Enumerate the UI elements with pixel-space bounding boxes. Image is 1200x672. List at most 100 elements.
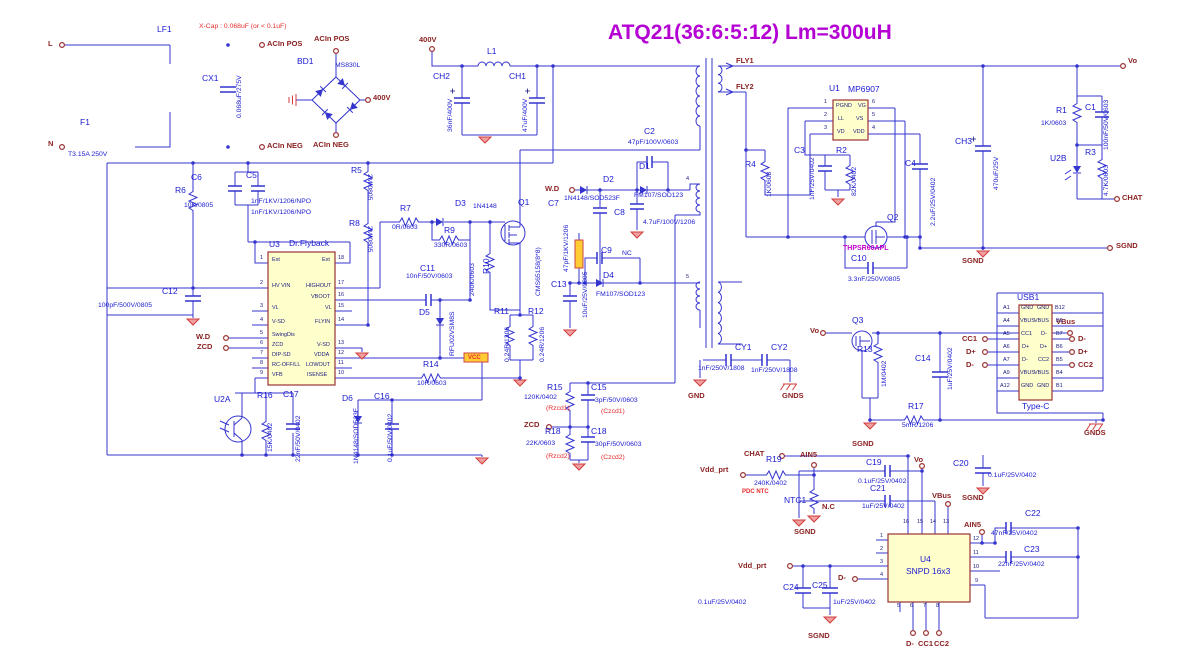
wires-input <box>62 44 171 148</box>
d3-ref: D3 <box>455 198 466 208</box>
c3-ref: C3 <box>794 145 805 155</box>
u3-num-11: 11 <box>338 360 344 366</box>
u3-pin-flyin: FLYIN <box>315 319 331 325</box>
term-vbus <box>1066 330 1074 336</box>
ch2-ref: CH2 <box>433 71 451 81</box>
c17-val: 22nF/50V/0402 <box>295 415 302 462</box>
u3-pin-isense: ISENSE <box>307 372 328 378</box>
usb-b-gnd-bot: GND <box>1037 383 1050 389</box>
q3-ref: Q3 <box>852 315 864 325</box>
u3-pin-ext-l: Ext <box>272 257 280 263</box>
f1-val: T3.15A 250V <box>68 151 108 158</box>
usb-num-b5: B5 <box>1056 357 1063 363</box>
term-dminus-r <box>1068 336 1076 342</box>
u1-pin-vg: VG <box>858 103 866 109</box>
sgnd-label-q3: SGND <box>852 439 874 448</box>
c14-ref: C14 <box>915 353 931 363</box>
u1-num-1: 1 <box>824 99 828 105</box>
vcc-net-label: VCC <box>468 355 481 361</box>
usb-num-a5: A5 <box>1003 331 1010 337</box>
term-dplus-r <box>1068 349 1076 355</box>
term-vo-3 <box>918 463 926 469</box>
term-chat <box>1113 196 1121 202</box>
r18-val: 22K/0603 <box>526 440 556 447</box>
term-sgnd <box>1106 245 1114 251</box>
ain5-label-1: AIN5 <box>800 450 818 459</box>
c6-val: 1nF/1KV/1206/NPO <box>251 209 312 216</box>
wires-gate <box>380 126 701 379</box>
bd1-val: MS830L <box>335 62 361 69</box>
cc1-bot-label: CC1 <box>918 639 934 648</box>
r8-ref: R8 <box>349 218 360 228</box>
term-vo-q3 <box>819 330 827 336</box>
q1-body <box>500 220 526 246</box>
cc1-term-label: CC1 <box>962 334 978 343</box>
sgnd-label-c24: SGND <box>808 631 830 640</box>
u4-num-9: 9 <box>975 578 979 584</box>
u4-ic-body <box>887 533 971 603</box>
u1-pin-vd: VD <box>837 129 845 135</box>
c4-ref: C4 <box>905 158 916 168</box>
acin-pos-label-1: ACIn POS <box>267 39 303 48</box>
u1-pin-ll: LL <box>838 116 845 122</box>
cc2-term-label: CC2 <box>1078 360 1094 369</box>
r1-sym <box>1072 101 1082 125</box>
gnds-cy2 <box>780 383 798 391</box>
ch3-ref: CH3 <box>955 136 973 146</box>
u1-num-2: 2 <box>824 112 828 118</box>
u4-num-1: 1 <box>880 533 884 539</box>
c24-ref: C24 <box>783 582 799 592</box>
c8-ref: C8 <box>614 207 625 217</box>
c16-val: 0.1uF/50V/0402 <box>387 413 394 462</box>
u2b-led <box>1072 165 1082 174</box>
term-chat-label-1: CHAT <box>1122 193 1143 202</box>
u3-pin-ext-r: Ext <box>322 257 330 263</box>
u4-num-2: 2 <box>880 546 884 552</box>
usb-vbus-row2-b: VBUS <box>1034 318 1049 324</box>
c10-val: 3.3nF/250V/0805 <box>848 276 901 283</box>
c25-ref: C25 <box>812 580 828 590</box>
usb-num-b6: B6 <box>1056 344 1063 350</box>
u3-num-5: 5 <box>260 330 264 336</box>
r6-ref: R6 <box>175 185 186 195</box>
xfmr-pin4: 4 <box>686 176 690 182</box>
c4-val: 2.2uF/25V/0402 <box>930 177 937 226</box>
r13-val: 1M/0402 <box>881 360 888 387</box>
r15-ref: R15 <box>547 382 563 392</box>
u2a-internals <box>219 393 243 455</box>
c15-val: 3pF/50V/0603 <box>595 397 638 404</box>
term-sgnd-label-1: SGND <box>1116 241 1138 250</box>
d5-val: RFU02VSM8S <box>449 311 456 356</box>
cy1-ref: CY1 <box>735 342 752 352</box>
usb-b-gnd-top: GND <box>1037 305 1050 311</box>
usb-vbus-row2-a: VBUS <box>1020 318 1035 324</box>
c19-val: 0.1uF/25V/0402 <box>858 478 907 485</box>
dplus-term-label-r: D+ <box>1078 347 1088 356</box>
acin-pos-label-2: ACIn POS <box>314 34 350 43</box>
usb-num-b12: B12 <box>1055 305 1065 311</box>
sgnd-label-q2: SGND <box>962 256 984 265</box>
r2-val: 82K/0402 <box>851 166 858 196</box>
c20-ref: C20 <box>953 458 969 468</box>
u3-num-10: 10 <box>338 370 345 376</box>
usb-num-a7: A7 <box>1003 357 1010 363</box>
u3-ref: U3 <box>269 239 280 249</box>
wires-bulk <box>431 52 700 136</box>
usb-vbus-row6-a: VBUS <box>1020 370 1035 376</box>
term-l-label: L <box>48 39 53 48</box>
c15-ref: C15 <box>591 382 607 392</box>
net-400v-label-2: 400V <box>419 35 437 44</box>
u3-num-18: 18 <box>338 255 345 261</box>
u1-part: MP6907 <box>848 84 880 94</box>
ch1-val: 47uF/400V <box>522 98 529 132</box>
usb-cc2: CC2 <box>1038 357 1050 363</box>
u4-num-13: 13 <box>943 519 950 525</box>
usb-num-b7: B7 <box>1056 331 1063 337</box>
u4-num-8: 8 <box>936 603 940 609</box>
usb-dplus-a6: D+ <box>1022 344 1030 350</box>
term-cc1-bot <box>922 629 930 637</box>
term-acin-pos <box>259 41 265 49</box>
r3-val: 4.7K/0603 <box>1103 165 1110 196</box>
vo-label-3: Vo <box>914 455 924 464</box>
